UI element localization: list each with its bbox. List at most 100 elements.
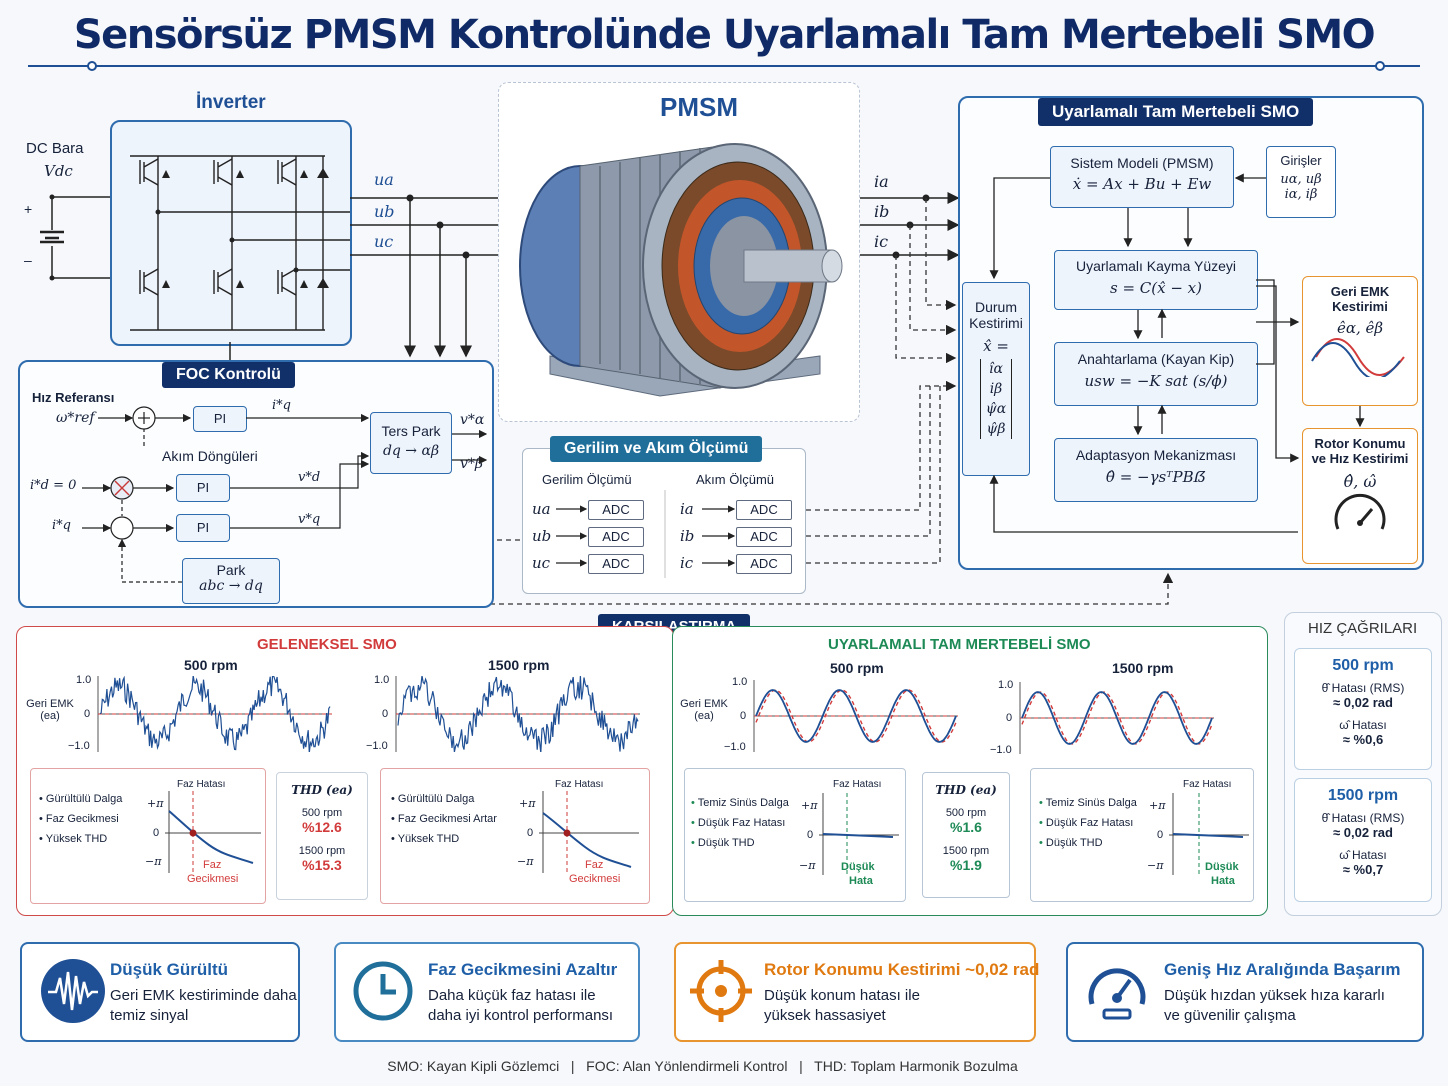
estimated-emf-wave xyxy=(397,676,639,752)
conv-card-1500: • Gürültülü Dalga • Faz Gecikmesi Artar … xyxy=(380,768,650,904)
conv-speed-1500: 1500 rpm xyxy=(488,657,550,673)
conv-phase-note-2: Gecikmesi xyxy=(187,873,239,885)
dc-battery-icon xyxy=(40,194,110,281)
feature-wide-speed-desc: Düşük hızdan yüksek hıza kararlı ve güve… xyxy=(1164,987,1385,1024)
title-underline xyxy=(28,61,1420,71)
measure-uc: uc xyxy=(532,554,551,572)
feature-phase-delay-desc: Daha küçük faz hatası ile daha iyi kontr… xyxy=(428,987,614,1024)
iq-ref-label: i*q xyxy=(52,518,71,533)
rotor-estimate-block: Rotor Konumu ve Hız Kestirimi θ̂, ω̂ xyxy=(1302,428,1418,564)
measure-ia: ia xyxy=(680,500,694,518)
conv-phase-note-1: Faz xyxy=(203,859,222,871)
speed-call-1500: 1500 rpm θ̂ Hatası (RMS) ≈ 0,02 rad ω̂ H… xyxy=(1294,778,1432,902)
conv-ytick-mid-2: 0 xyxy=(382,708,389,720)
clock-icon xyxy=(353,961,413,1021)
adap2-phase-note-2: Hata xyxy=(1211,875,1235,887)
adap-phase-tick-top: +π xyxy=(801,799,818,812)
inverse-park-eq: dq → αβ xyxy=(382,443,440,459)
adap-thd-speed-1: 500 rpm xyxy=(945,807,987,819)
conv-bullet-2: • Faz Gecikmesi xyxy=(39,813,119,825)
state-vec-2: ψ̂α xyxy=(985,401,1007,417)
conv-phase-tick-mid: 0 xyxy=(153,827,160,839)
state-vector: îα iβ ψ̂α ψ̂β xyxy=(980,359,1012,439)
smo-title: Uyarlamalı Tam Mertebeli SMO xyxy=(1038,98,1314,126)
state-eq: x̂ = xyxy=(983,337,1009,355)
adap-phase-note-1: Düşük xyxy=(841,861,875,873)
speed-ref-symbol: ω*ref xyxy=(56,410,95,426)
back-emf-estimate-block: Geri EMK Kestirimi êα, êβ xyxy=(1302,276,1418,406)
inputs-block: Girişler uα, uβ iα, iβ xyxy=(1266,146,1336,218)
sliding-surface-title: Uyarlamalı Kayma Yüzeyi xyxy=(1075,258,1237,274)
current-ia: ia xyxy=(874,172,889,191)
switching-block: Anahtarlama (Kayan Kip) usw = −K sat (s/… xyxy=(1054,342,1258,406)
gauge-icon xyxy=(1334,493,1386,530)
conv-card-500: • Gürültülü Dalga • Faz Gecikmesi • Yüks… xyxy=(30,768,266,904)
speed-call-500-theta-value: ≈ 0,02 rad xyxy=(1333,695,1393,710)
conv-bullet-1: • Gürültülü Dalga xyxy=(39,793,123,805)
conv-thd-speed-2: 1500 rpm xyxy=(298,845,346,857)
conv-phase-tick-bot: −π xyxy=(145,855,162,868)
conv-phase-tick-top: +π xyxy=(147,797,164,810)
park-title: Park xyxy=(216,562,246,578)
adap-ytick-mid-2: 0 xyxy=(1006,712,1013,724)
conv2-bullet-3: • Yüksek THD xyxy=(391,833,460,845)
adap-phase-plot xyxy=(819,793,899,875)
speed-call-500-speed: 500 rpm xyxy=(1332,657,1394,674)
adap2-bullet-2: • Düşük Faz Hatası xyxy=(1039,817,1134,829)
emf-eq: êα, êβ xyxy=(1336,319,1384,337)
sliding-surface-eq: s = C(x̂ − x) xyxy=(1109,279,1202,297)
conv-thd-value-1: %12.6 xyxy=(302,819,342,835)
measure-ub: ub xyxy=(532,527,552,545)
conv2-phase-tick-mid: 0 xyxy=(527,827,534,839)
park-block: Park abc → dq xyxy=(182,558,280,604)
adap-ylabel: Geri EMK (ea) xyxy=(680,698,728,722)
conv2-phase-note-2: Gecikmesi xyxy=(569,873,621,885)
inverter-bridge-diagram xyxy=(130,155,350,331)
conv2-bullet-2: • Faz Gecikmesi Artar xyxy=(391,813,497,825)
speed-calls-title: HIZ ÇAĞRILARI xyxy=(1308,620,1418,637)
inputs-line-2: iα, iβ xyxy=(1284,187,1318,202)
foc-signal-lines xyxy=(82,406,488,583)
conv-phase-plot xyxy=(165,791,261,873)
conv2-phase-tick-top: +π xyxy=(519,797,536,810)
state-vec-0: îα xyxy=(989,361,1003,377)
switching-title: Anahtarlama (Kayan Kip) xyxy=(1077,351,1235,367)
conv2-phase-title: Faz Hatası xyxy=(555,779,604,790)
speed-call-1500-theta-label: θ̂ Hatası (RMS) xyxy=(1321,811,1405,825)
output-ub: ub xyxy=(374,202,395,221)
emf-wave-icon xyxy=(1311,338,1405,380)
iq-star-label: i*q xyxy=(272,398,291,413)
conventional-500rpm-emf-plot xyxy=(97,676,332,752)
pmsm-title: PMSM xyxy=(660,92,738,122)
adc-ic: ADC xyxy=(736,554,792,574)
adap2-phase-tick-mid: 0 xyxy=(1157,829,1164,841)
id-pi-block: PI xyxy=(176,474,230,502)
vq-star-label: v*q xyxy=(298,512,321,527)
conventional-title: GELENEKSEL SMO xyxy=(257,636,397,653)
conv-ytick-bot: −1.0 xyxy=(68,740,90,752)
speed-ref-label: Hız Referansı xyxy=(32,390,115,405)
conv-thd-value-2: %15.3 xyxy=(302,857,342,873)
adaptation-title: Adaptasyon Mekanizması xyxy=(1075,447,1237,463)
dc-plus: + xyxy=(24,201,33,217)
conv2-phase-plot xyxy=(539,791,639,873)
adap-bullet-2: • Düşük Faz Hatası xyxy=(691,817,786,829)
adap2-phase-title: Faz Hatası xyxy=(1183,779,1232,790)
conv2-phase-note-1: Faz xyxy=(585,859,604,871)
speed-pi-block: PI xyxy=(193,406,247,432)
inverter-panel xyxy=(110,120,352,346)
smo-internal-arrows xyxy=(989,173,1365,533)
adap-thd-speed-2: 1500 rpm xyxy=(942,845,990,857)
speed-call-1500-speed: 1500 rpm xyxy=(1327,787,1399,804)
adap-speed-500: 500 rpm xyxy=(830,660,884,676)
state-title-2: Kestirimi xyxy=(969,315,1023,331)
feature-low-noise-desc: Geri EMK kestiriminde daha temiz sinyal xyxy=(110,987,297,1024)
adap-thd-value-2: %1.9 xyxy=(950,857,982,873)
adaptive-500rpm-emf-plot xyxy=(753,680,958,752)
system-model-title: Sistem Modeli (PMSM) xyxy=(1070,155,1214,171)
vd-star-label: v*d xyxy=(298,470,321,485)
feature-low-noise: Düşük Gürültü Geri EMK kestiriminde daha… xyxy=(20,942,300,1042)
estimated-emf-wave xyxy=(99,676,331,752)
adap-ytick-top: 1.0 xyxy=(732,676,748,688)
adap-thd-card: THD (ea) 500 rpm %1.6 1500 rpm %1.9 xyxy=(922,772,1010,898)
